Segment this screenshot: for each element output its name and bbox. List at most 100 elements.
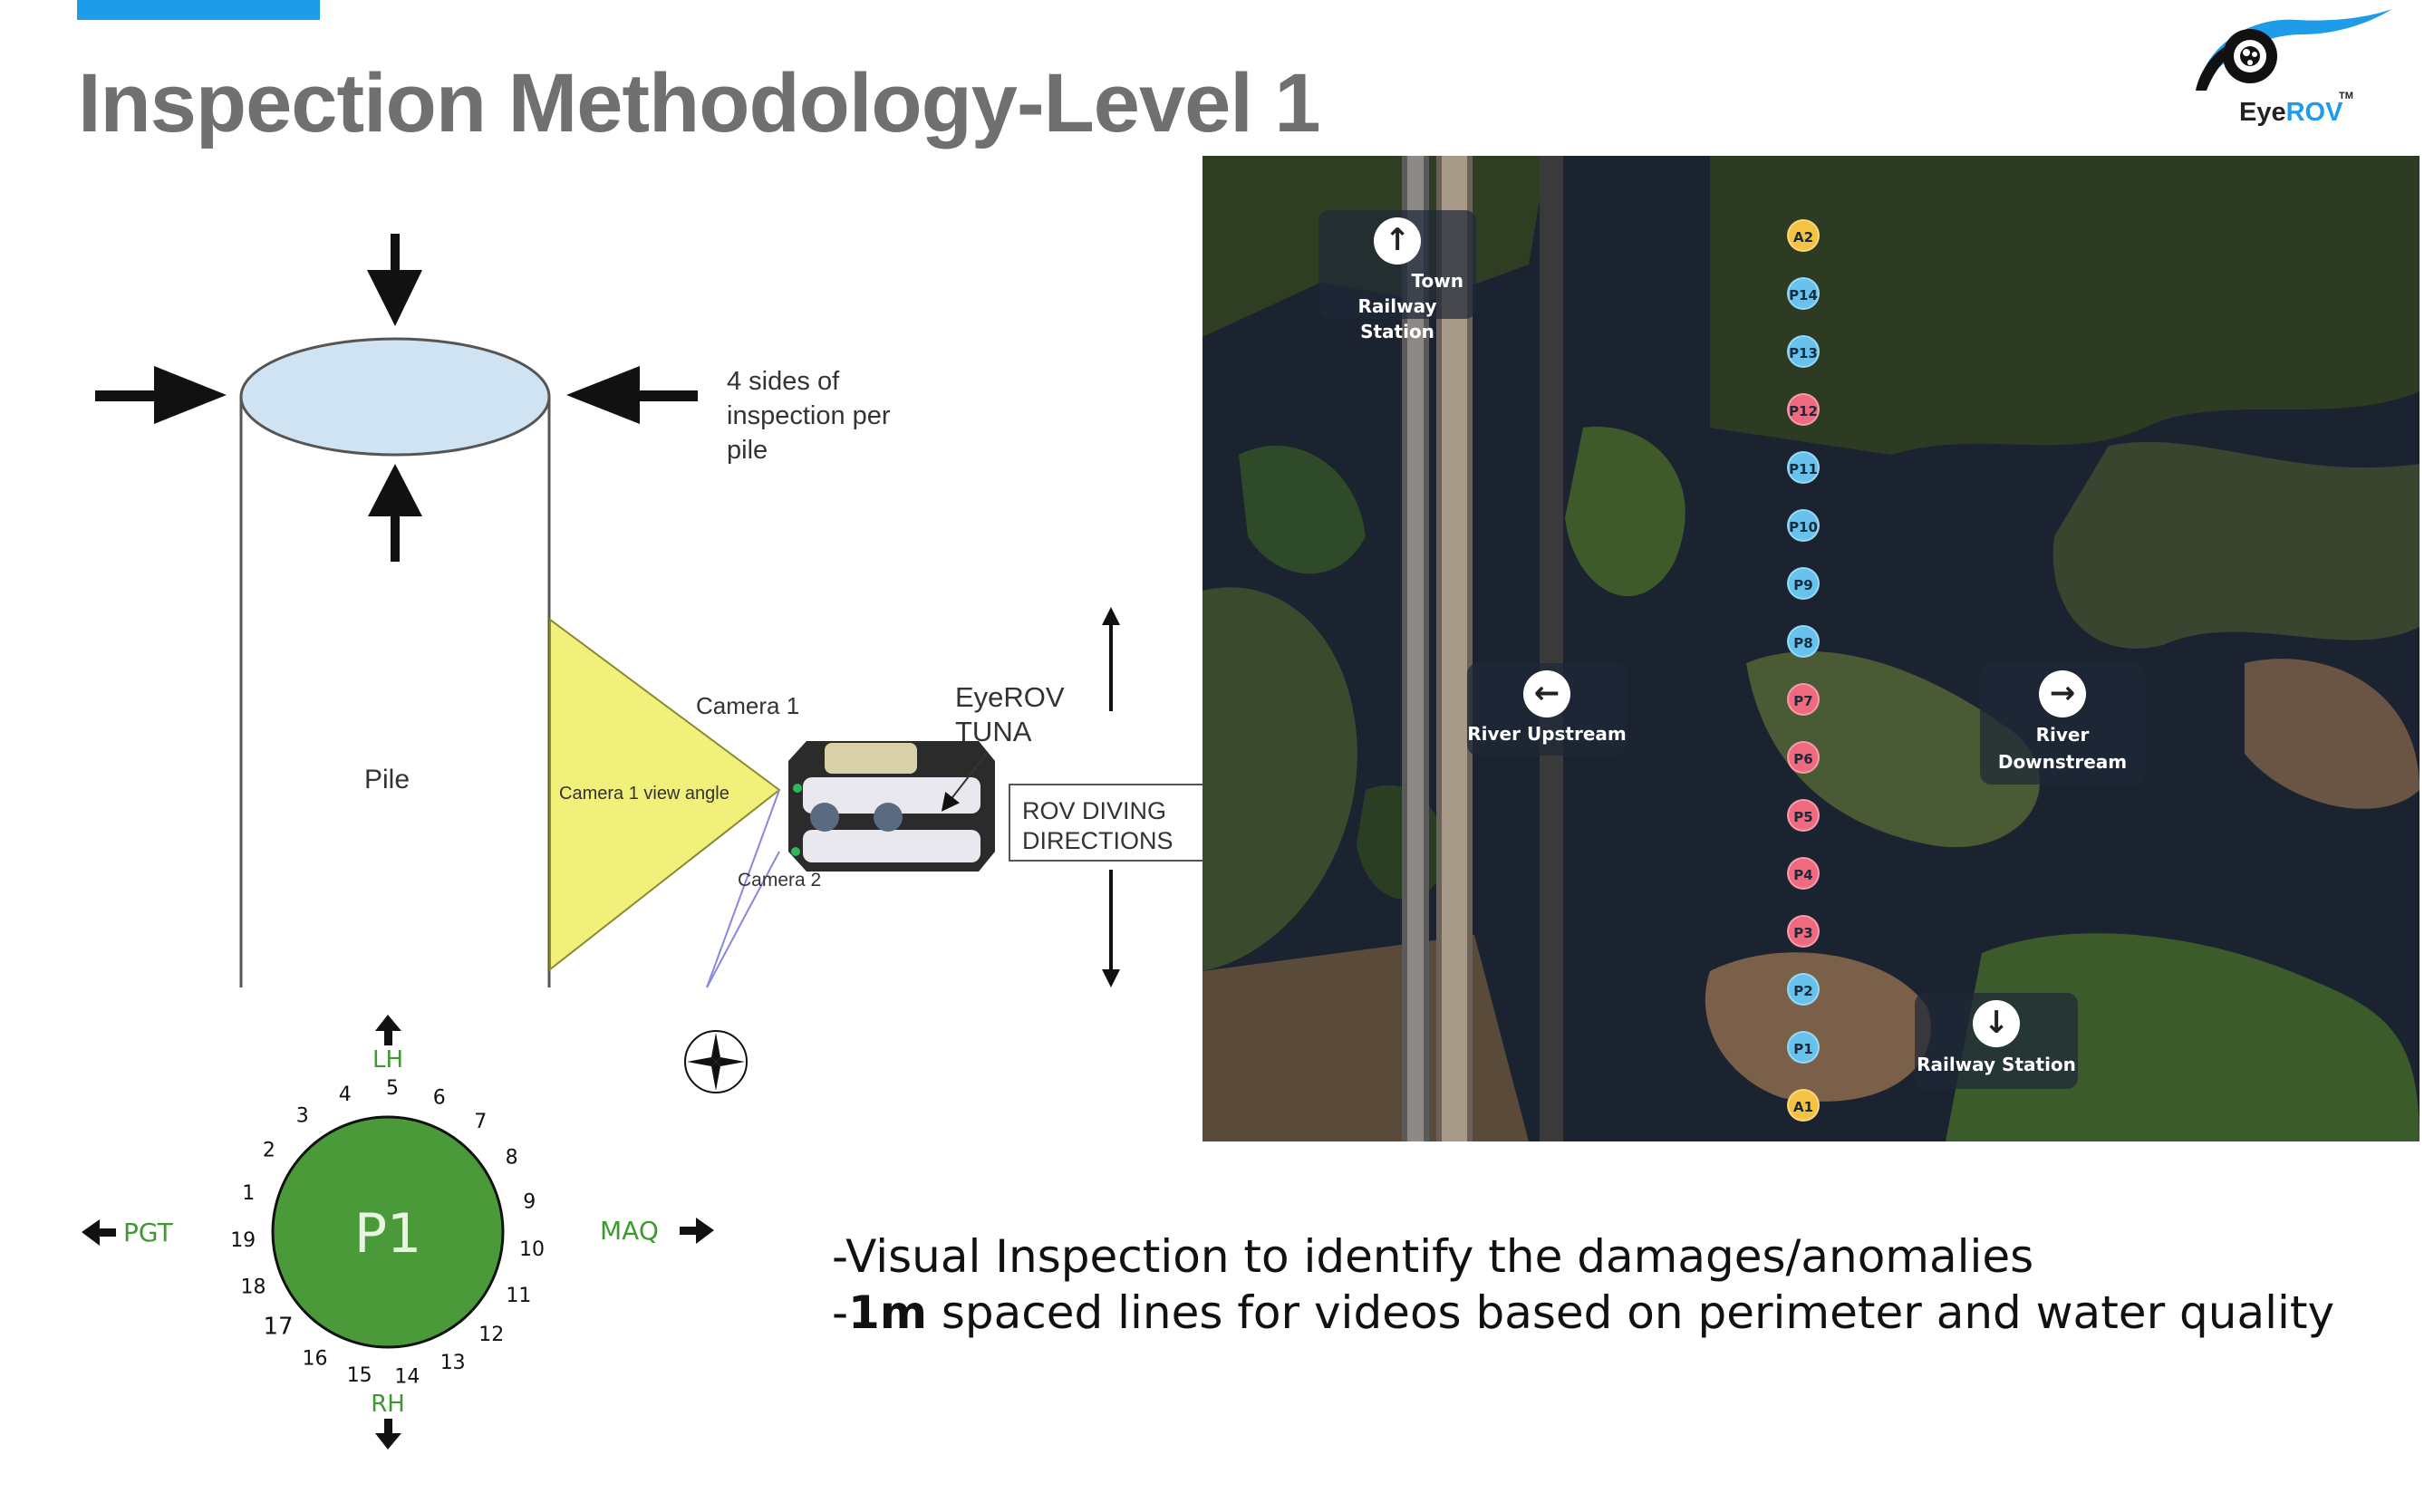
rov-upper-hull bbox=[803, 777, 980, 814]
position-number-19: 19 bbox=[230, 1229, 256, 1252]
arrow-lh-icon bbox=[375, 1015, 401, 1045]
river-upstream-line: River Upstream bbox=[1467, 723, 1627, 745]
bridge-road-2 bbox=[1442, 156, 1467, 1141]
dive-down-head bbox=[1102, 969, 1120, 987]
arrow-pgt-icon bbox=[82, 1219, 116, 1246]
pier-marker-p1[interactable]: P1 bbox=[1787, 1031, 1820, 1064]
eyerov-logo: EyeROV TM bbox=[2179, 7, 2397, 143]
inspection-arrows bbox=[95, 234, 698, 562]
pier-marker-p3[interactable]: P3 bbox=[1787, 915, 1820, 948]
pgt-label: PGT bbox=[123, 1218, 174, 1247]
camera1-view-cone bbox=[549, 618, 781, 972]
label-railway-station: ↓ Railway Station bbox=[1915, 993, 2078, 1089]
arrow-bottom-shaft bbox=[391, 515, 400, 562]
arrow-left-shaft bbox=[95, 390, 159, 401]
pier-marker-p6[interactable]: P6 bbox=[1787, 741, 1820, 774]
position-number-14: 14 bbox=[394, 1366, 420, 1389]
logo-wordmark: EyeROV bbox=[2239, 98, 2342, 128]
diving-box-line-2: DIRECTIONS bbox=[1022, 827, 1174, 854]
position-number-13: 13 bbox=[440, 1352, 466, 1374]
logo-suffix: ROV bbox=[2285, 98, 2343, 127]
camera2-label: Camera 2 bbox=[738, 870, 821, 891]
sides-note-1: 4 sides of bbox=[727, 367, 840, 396]
position-number-5: 5 bbox=[386, 1077, 399, 1100]
rh-label: RH bbox=[371, 1391, 405, 1418]
position-number-7: 7 bbox=[474, 1111, 487, 1133]
label-town-railway: ↑ Town Railway Station bbox=[1318, 210, 1476, 342]
pier-marker-a2[interactable]: A2 bbox=[1787, 219, 1820, 252]
label-river-upstream: ← River Upstream bbox=[1467, 663, 1627, 756]
rov-camera1 bbox=[793, 784, 802, 793]
arrow-right-icon: → bbox=[2039, 670, 2086, 717]
pier-marker-p2[interactable]: P2 bbox=[1787, 973, 1820, 1006]
dive-up-head bbox=[1102, 607, 1120, 625]
pier-marker-p7[interactable]: P7 bbox=[1787, 683, 1820, 716]
bullet-dash: - bbox=[832, 1286, 849, 1339]
position-number-10: 10 bbox=[519, 1238, 545, 1261]
pile-label: Pile bbox=[364, 765, 410, 795]
rov-pointer-line bbox=[941, 751, 989, 812]
railway-station-line: Railway Station bbox=[1917, 1054, 2076, 1075]
pier-marker-p4[interactable]: P4 bbox=[1787, 857, 1820, 890]
town-railway-line-1: Town bbox=[1411, 270, 1463, 292]
rov-camera2 bbox=[791, 847, 800, 856]
position-number-12: 12 bbox=[478, 1324, 504, 1346]
bullet-spaced-lines: -1m spaced lines for videos based on per… bbox=[832, 1286, 2334, 1339]
pier-marker-p14[interactable]: P14 bbox=[1787, 277, 1820, 310]
arrow-maq-icon bbox=[680, 1218, 714, 1244]
river-downstream-line-1: River bbox=[2035, 724, 2090, 746]
position-number-9: 9 bbox=[523, 1191, 536, 1214]
arrow-bottom-head bbox=[368, 464, 422, 516]
pile-inspection-diagram: Pile 4 sides of inspection per pile Came… bbox=[95, 234, 1205, 988]
arrow-down-icon: ↓ bbox=[1973, 1000, 2020, 1047]
position-number-2: 2 bbox=[263, 1139, 275, 1161]
rov-thruster-right bbox=[874, 803, 903, 832]
position-number-15: 15 bbox=[347, 1364, 372, 1387]
camera2-view-line-2 bbox=[706, 851, 780, 988]
position-number-1: 1 bbox=[242, 1182, 255, 1205]
camera2-view-line bbox=[706, 789, 780, 988]
position-number-6: 6 bbox=[433, 1086, 446, 1109]
position-number-17: 17 bbox=[263, 1314, 293, 1341]
pier-marker-a1[interactable]: A1 bbox=[1787, 1089, 1820, 1122]
rail-bridge bbox=[1540, 156, 1563, 1141]
bullet-rest: spaced lines for videos based on perimet… bbox=[926, 1286, 2335, 1339]
pier-marker-p12[interactable]: P12 bbox=[1787, 393, 1820, 426]
logo-prefix: Eye bbox=[2239, 98, 2286, 127]
rov-top-module bbox=[825, 743, 917, 774]
label-river-downstream: → River Downstream bbox=[1980, 663, 2145, 785]
arrow-top-shaft bbox=[391, 234, 400, 270]
bridge-road-1 bbox=[1407, 156, 1424, 1141]
eye-icon bbox=[2196, 9, 2392, 91]
arrow-top-head bbox=[367, 270, 422, 326]
pile-top bbox=[239, 337, 551, 457]
compass-icon bbox=[684, 1030, 748, 1093]
rov-lower-hull bbox=[803, 830, 980, 862]
position-number-3: 3 bbox=[296, 1105, 309, 1128]
town-railway-line-2: Railway Station bbox=[1357, 295, 1437, 342]
arrow-left-head bbox=[154, 366, 227, 424]
logo-trademark: TM bbox=[2339, 91, 2353, 101]
position-number-4: 4 bbox=[339, 1083, 352, 1106]
bullet-visual-inspection: -Visual Inspection to identify the damag… bbox=[832, 1230, 2034, 1283]
pier-marker-p11[interactable]: P11 bbox=[1787, 451, 1820, 484]
position-number-8: 8 bbox=[506, 1147, 518, 1170]
position-number-16: 16 bbox=[303, 1347, 328, 1370]
pier-marker-p10[interactable]: P10 bbox=[1787, 509, 1820, 542]
arrow-right-shaft bbox=[634, 390, 698, 401]
bullet-bold-value: 1m bbox=[848, 1286, 927, 1339]
camera1-label: Camera 1 bbox=[696, 692, 799, 719]
camera1-view-label: Camera 1 view angle bbox=[559, 784, 729, 804]
slide-title: Inspection Methodology-Level 1 bbox=[78, 57, 1321, 149]
pier-marker-p9[interactable]: P9 bbox=[1787, 567, 1820, 600]
accent-bar bbox=[77, 0, 320, 20]
position-number-11: 11 bbox=[506, 1285, 531, 1307]
arrow-rh-icon bbox=[375, 1419, 401, 1449]
pier-marker-p8[interactable]: P8 bbox=[1787, 625, 1820, 658]
diving-directions-box bbox=[1009, 784, 1205, 862]
pier-marker-p13[interactable]: P13 bbox=[1787, 335, 1820, 368]
pier-marker-p5[interactable]: P5 bbox=[1787, 799, 1820, 832]
diving-box-line-1: ROV DIVING bbox=[1022, 797, 1166, 824]
